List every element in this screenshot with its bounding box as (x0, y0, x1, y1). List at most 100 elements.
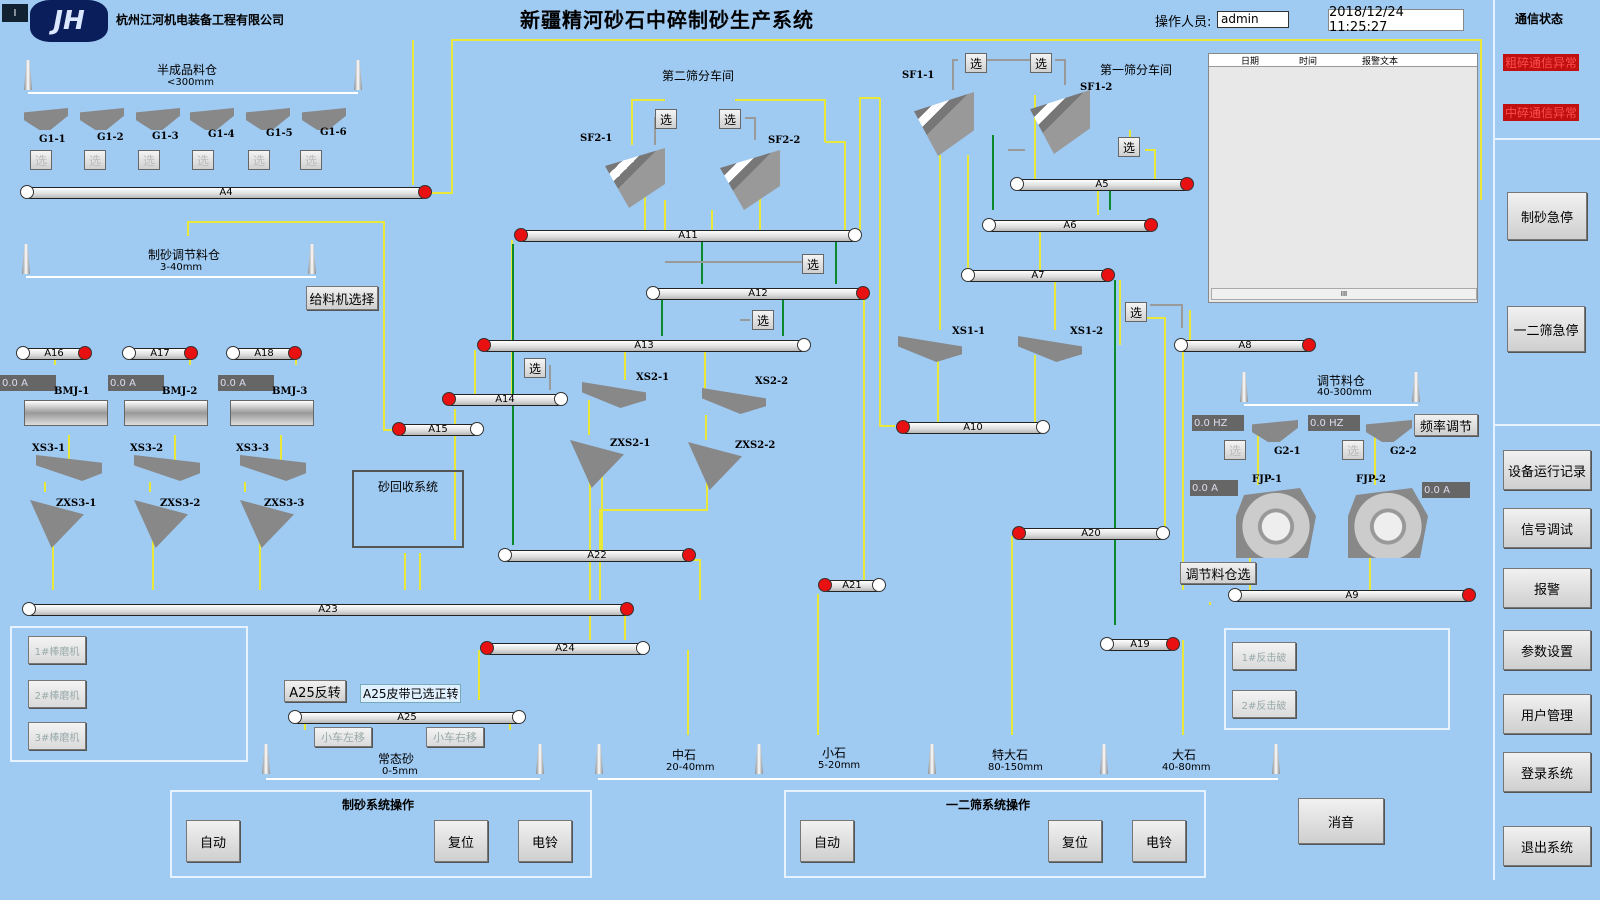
conveyor-a18[interactable]: A18 (226, 346, 302, 360)
mute-button[interactable]: 消音 (1298, 798, 1384, 844)
status-dot (620, 602, 634, 616)
conveyor-a10[interactable]: A10 (896, 420, 1050, 434)
adj-bin-select-button[interactable]: 调节料仓选 (1180, 562, 1256, 584)
cart-left-button[interactable]: 小车左移 (314, 727, 372, 747)
status-dot (514, 228, 528, 242)
screen-reset-button[interactable]: 复位 (1048, 820, 1102, 862)
status-dot (470, 422, 484, 436)
sand-recovery-box[interactable]: 砂回收系统 (352, 470, 464, 548)
sf1-1-select[interactable]: 选 (965, 53, 987, 73)
conveyor-a8[interactable]: A8 (1174, 338, 1316, 352)
cart-right-button[interactable]: 小车右移 (426, 727, 484, 747)
g1-2-select[interactable]: 选 (84, 150, 106, 170)
sf2-2-select[interactable]: 选 (719, 109, 741, 129)
sf1-2-select[interactable]: 选 (1030, 53, 1052, 73)
conveyor-a20[interactable]: A20 (1012, 526, 1170, 540)
a25-reverse-button[interactable]: A25反转 (284, 680, 346, 702)
g2-1-select[interactable]: 选 (1224, 440, 1246, 460)
a5-select[interactable]: 选 (1118, 137, 1140, 157)
operator-field[interactable]: admin (1217, 11, 1289, 28)
medium-comm-error: 中碎通信异常 (1503, 104, 1580, 121)
product-large-size: 40-80mm (1162, 762, 1211, 773)
status-dot (122, 346, 136, 360)
param-settings-button[interactable]: 参数设置 (1503, 630, 1591, 670)
conveyor-a17[interactable]: A17 (122, 346, 198, 360)
bin-marker (354, 60, 362, 90)
conveyor-a22[interactable]: A22 (498, 548, 696, 562)
rod-mill-2-button[interactable]: 2#棒磨机 (28, 680, 86, 708)
rod-mill-3-button[interactable]: 3#棒磨机 (28, 722, 86, 750)
conveyor-a25[interactable]: A25 (288, 710, 526, 724)
g1-5-select[interactable]: 选 (248, 150, 270, 170)
conveyor-a23[interactable]: A23 (22, 602, 634, 616)
conveyor-a6[interactable]: A6 (982, 218, 1158, 232)
product-xlarge-name: 特大石 (992, 748, 1029, 762)
conveyor-label: A6 (1063, 220, 1077, 231)
conveyor-a5[interactable]: A5 (1010, 177, 1194, 191)
conveyor-a24[interactable]: A24 (480, 641, 650, 655)
a13-select[interactable]: 选 (752, 310, 774, 330)
signal-debug-button[interactable]: 信号调试 (1503, 508, 1591, 548)
fjp-1-amp-readout: 0.0 A (1190, 480, 1238, 496)
bin-marker (308, 244, 316, 274)
g1-6-select[interactable]: 选 (300, 150, 322, 170)
xs2-2-label: XS2-2 (755, 376, 789, 387)
conveyor-a14[interactable]: A14 (442, 392, 568, 406)
feeder-select-button[interactable]: 给料机选择 (306, 286, 378, 310)
alarm-button[interactable]: 报警 (1503, 568, 1591, 608)
conveyor-a16[interactable]: A16 (16, 346, 92, 360)
a8-select[interactable]: 选 (1125, 302, 1147, 322)
sand-recovery-label: 砂回收系统 (377, 480, 438, 494)
status-dot (1166, 637, 1180, 651)
g2-2-select[interactable]: 选 (1342, 440, 1364, 460)
login-button[interactable]: 登录系统 (1503, 752, 1591, 792)
conveyor-a15[interactable]: A15 (392, 422, 484, 436)
company-logo: JH (30, 0, 108, 42)
g1-4-select[interactable]: 选 (192, 150, 214, 170)
user-mgmt-button[interactable]: 用户管理 (1503, 694, 1591, 734)
logout-button[interactable]: 退出系统 (1503, 826, 1591, 866)
conveyor-a19[interactable]: A19 (1100, 637, 1180, 651)
alarm-table[interactable]: 日期 时间 报警文本 III (1208, 53, 1478, 303)
run-records-button[interactable]: 设备运行记录 (1503, 450, 1591, 490)
conveyor-a9[interactable]: A9 (1228, 588, 1476, 602)
conveyor-a21[interactable]: A21 (818, 578, 886, 592)
screen-bell-button[interactable]: 电铃 (1132, 820, 1186, 862)
alarm-scrollbar[interactable]: III (1211, 288, 1477, 300)
sf2-1-select[interactable]: 选 (655, 109, 677, 129)
g1-1-select[interactable]: 选 (30, 150, 52, 170)
conveyor-label: A7 (1031, 270, 1045, 281)
conveyor-label: A15 (428, 424, 448, 435)
product-sand-name: 常态砂 (378, 752, 415, 766)
status-dot (797, 338, 811, 352)
sand-estop-button[interactable]: 制砂急停 (1507, 192, 1587, 240)
screen-auto-button[interactable]: 自动 (800, 820, 854, 862)
feeder-label: G1-4 (208, 129, 235, 140)
conveyor-a7[interactable]: A7 (961, 268, 1115, 282)
conveyor-a12[interactable]: A12 (646, 286, 870, 300)
bmj-3-label: BMJ-3 (272, 386, 308, 397)
rod-mill-1-button[interactable]: 1#棒磨机 (28, 636, 86, 664)
g1-3-select[interactable]: 选 (138, 150, 160, 170)
conveyor-a13[interactable]: A13 (477, 338, 811, 352)
status-dot (1010, 177, 1024, 191)
conveyor-a4[interactable]: A4 (20, 185, 432, 199)
sand-auto-button[interactable]: 自动 (186, 820, 240, 862)
a12-select[interactable]: 选 (802, 254, 824, 274)
g2-2-hz-readout: 0.0 HZ (1308, 415, 1360, 431)
screen-estop-button[interactable]: 一二筛急停 (1507, 306, 1585, 352)
conveyor-a11[interactable]: A11 (514, 228, 862, 242)
sand-reset-button[interactable]: 复位 (434, 820, 488, 862)
a14-select[interactable]: 选 (524, 358, 546, 378)
conveyor-label: A10 (963, 422, 983, 433)
a25-forward-status: A25皮带已选正转 (360, 684, 462, 703)
xs1-2-label: XS1-2 (1070, 326, 1104, 337)
conveyor-label: A4 (219, 187, 233, 198)
bin-marker (1272, 744, 1280, 774)
impact-crusher-2-button[interactable]: 2#反击破 (1232, 690, 1296, 718)
conveyor-label: A17 (150, 348, 170, 359)
impact-crusher-1-button[interactable]: 1#反击破 (1232, 642, 1296, 670)
freq-adjust-button[interactable]: 频率调节 (1414, 414, 1478, 436)
status-dot (646, 286, 660, 300)
sand-bell-button[interactable]: 电铃 (518, 820, 572, 862)
